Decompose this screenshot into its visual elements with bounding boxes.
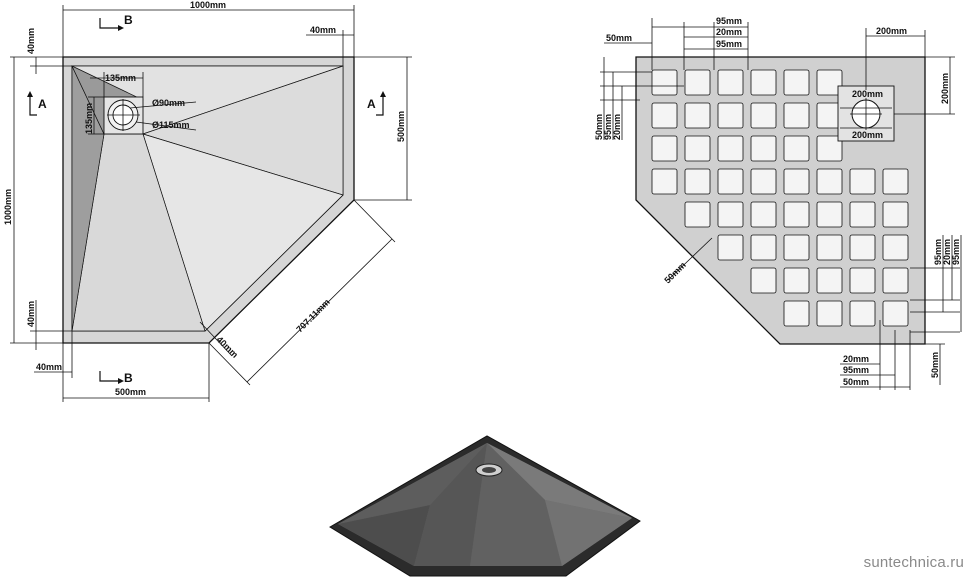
dim-drain-height: 135mm (84, 103, 94, 134)
underside-rib-cell (783, 168, 810, 195)
dim-bottom-right-95b: 95mm (951, 239, 961, 265)
dim-bottom-bot-20: 20mm (843, 354, 869, 364)
underside-rib-cell (684, 69, 711, 96)
underside-rib-cell (816, 300, 843, 327)
underside-rib-cell (684, 201, 711, 228)
underside-rib-cell (882, 234, 909, 261)
dim-drain-200-b: 200mm (852, 130, 883, 140)
underside-rib-cell (750, 267, 777, 294)
dim-bottom-left-50: 50mm (594, 114, 604, 140)
dim-bottom-right-20: 20mm (942, 239, 952, 265)
underside-rib-cell (849, 168, 876, 195)
underside-rib-cell (783, 69, 810, 96)
dim-edge-left-bottom: 40mm (26, 301, 36, 327)
dim-diagonal: 707.11mm (294, 297, 332, 335)
underside-rib-cell (750, 69, 777, 96)
underside-rib-cell (816, 69, 843, 96)
dim-drain-d115: Ø115mm (152, 120, 190, 130)
underside-rib-cell (783, 201, 810, 228)
dim-bottom-diag-50: 50mm (662, 260, 687, 285)
dim-width-total: 1000mm (190, 0, 226, 10)
underside-rib-cell (849, 300, 876, 327)
dim-bottom-top-50: 50mm (606, 33, 632, 43)
underside-rib-cell (750, 168, 777, 195)
underside-rib-cell (651, 102, 678, 129)
underside-rib-cell (651, 69, 678, 96)
underside-rib-cell (717, 102, 744, 129)
underside-rib-cell (882, 201, 909, 228)
dim-edge-right: 40mm (310, 25, 336, 35)
underside-rib-cell (783, 234, 810, 261)
section-mark-b-top: B (124, 13, 133, 27)
dim-side-right: 500mm (396, 111, 406, 142)
dim-drain-200-top: 200mm (876, 26, 907, 36)
underside-rib-cell (717, 201, 744, 228)
underside-rib-cell (750, 135, 777, 162)
underside-rib-cell (717, 135, 744, 162)
dim-drain-200-a: 200mm (852, 89, 883, 99)
underside-rib-cell (651, 168, 678, 195)
tray-3d-render (329, 435, 641, 577)
underside-rib-cell (684, 135, 711, 162)
dim-drain-200-right: 200mm (940, 73, 950, 104)
dim-diagonal-edge: 40mm (215, 334, 240, 359)
underside-rib-cell (882, 168, 909, 195)
underside-rib-cell (882, 267, 909, 294)
underside-rib-cell (717, 234, 744, 261)
watermark: suntechnica.ru (863, 554, 964, 571)
underside-rib-cell (816, 168, 843, 195)
underside-rib-cell (849, 267, 876, 294)
underside-rib-cell (783, 300, 810, 327)
dim-drain-d90: Ø90mm (152, 98, 185, 108)
underside-drain-mount (837, 85, 895, 142)
underside-rib-cell (750, 102, 777, 129)
underside-rib-cell (684, 168, 711, 195)
underside-rib-cell (684, 102, 711, 129)
underside-rib-cell (849, 201, 876, 228)
dim-bottom-right-50: 50mm (930, 352, 940, 378)
bottom-view: 95mm 50mm 20mm 95mm 200mm 200mm 200mm 20… (594, 16, 962, 390)
underside-rib-cell (783, 102, 810, 129)
underside-rib-cell (750, 201, 777, 228)
dim-height-total: 1000mm (3, 189, 13, 225)
underside-rib-cell (750, 234, 777, 261)
section-mark-a-right: A (367, 97, 376, 111)
dim-edge-top: 40mm (26, 28, 36, 54)
dim-bottom-left-95: 95mm (603, 114, 613, 140)
dim-bottom-top-95b: 95mm (716, 39, 742, 49)
section-mark-b-bottom: B (124, 371, 133, 385)
underside-rib-cell (816, 234, 843, 261)
dim-bottom-bot-95: 95mm (843, 365, 869, 375)
top-view: 1000mm 1000mm 40mm 40mm 40mm 40mm 500mm … (3, 0, 412, 402)
underside-rib-cell (816, 201, 843, 228)
underside-rib-cell (717, 168, 744, 195)
dim-bottom-top-95: 95mm (716, 16, 742, 26)
dim-bottom-bot-50: 50mm (843, 377, 869, 387)
underside-rib-cell (783, 267, 810, 294)
section-mark-a-left: A (38, 97, 47, 111)
underside-rib-cell (651, 135, 678, 162)
underside-rib-cell (816, 135, 843, 162)
dim-bottom-top-20: 20mm (716, 27, 742, 37)
dim-drain-width: 135mm (105, 73, 136, 83)
dim-edge-bottom: 40mm (36, 362, 62, 372)
dim-bottom-left-20: 20mm (612, 114, 622, 140)
underside-ribs (651, 69, 909, 327)
underside-rib-cell (882, 300, 909, 327)
dim-bottom-right-95: 95mm (933, 239, 943, 265)
underside-rib-cell (816, 267, 843, 294)
underside-rib-cell (717, 69, 744, 96)
underside-rib-cell (783, 135, 810, 162)
underside-rib-cell (849, 234, 876, 261)
dim-side-bottom: 500mm (115, 387, 146, 397)
